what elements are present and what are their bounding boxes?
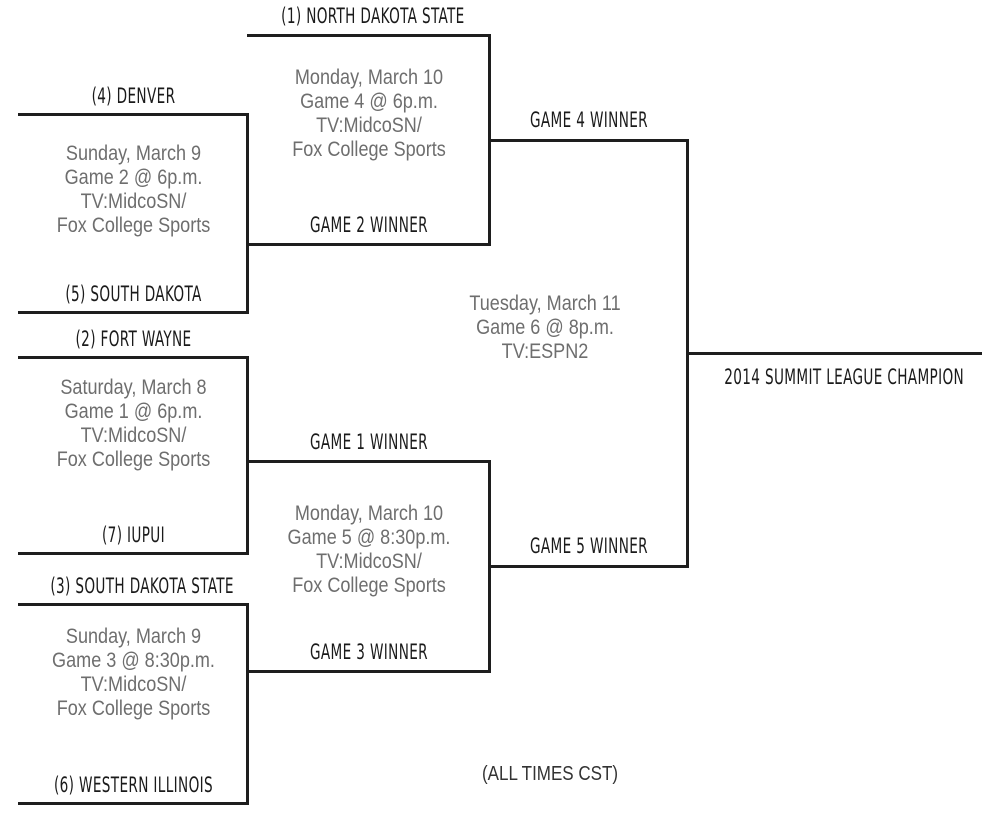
game3-tv: TV:MidcoSN/ — [80, 673, 187, 696]
game1-winner-label: GAME 1 WINNER — [309, 430, 428, 454]
bracket-line-ndsu — [247, 34, 491, 37]
game3-tv2: Fox College Sports — [56, 697, 211, 720]
game2-tv: TV:MidcoSN/ — [80, 190, 187, 213]
game3-info: Sunday, March 9 Game 3 @ 8:30p.m. TV:Mid… — [34, 625, 233, 721]
game1-tv2: Fox College Sports — [56, 448, 211, 471]
game6-info: Tuesday, March 11 Game 6 @ 8p.m. TV:ESPN… — [438, 292, 653, 364]
game4-tv2: Fox College Sports — [292, 138, 446, 161]
team-iupui: (7) IUPUI — [102, 523, 165, 547]
bracket-line-game5-winner — [489, 565, 689, 568]
game5-date: Monday, March 10 — [294, 502, 444, 525]
game5-winner-label: GAME 5 WINNER — [529, 534, 648, 558]
game3-date: Sunday, March 9 — [65, 625, 202, 648]
champion-label: 2014 SUMMIT LEAGUE CHAMPION — [724, 365, 965, 389]
bracket-vline-game3 — [246, 603, 249, 805]
team-north-dakota-state: (1) NORTH DAKOTA STATE — [281, 4, 465, 28]
bracket-line-fort-wayne — [18, 356, 249, 359]
bracket-vline-game1 — [246, 356, 249, 555]
team-denver: (4) DENVER — [91, 84, 176, 108]
game6-time: Game 6 @ 8p.m. — [476, 316, 614, 339]
game4-winner-label: GAME 4 WINNER — [529, 108, 648, 132]
game3-winner-label: GAME 3 WINNER — [309, 640, 428, 664]
bracket-line-champion — [687, 352, 982, 355]
bracket-line-south-dakota — [18, 311, 249, 314]
bracket-line-game3-winner — [247, 670, 491, 673]
game2-tv2: Fox College Sports — [56, 214, 211, 237]
bracket-vline-game2 — [246, 113, 249, 314]
timezone-note: (ALL TIMES CST) — [481, 763, 619, 785]
team-fort-wayne: (2) FORT WAYNE — [75, 327, 192, 351]
game5-info: Monday, March 10 Game 5 @ 8:30p.m. TV:Mi… — [264, 502, 474, 598]
game5-tv: TV:MidcoSN/ — [316, 550, 422, 573]
bracket-line-sdsu — [18, 603, 249, 606]
game6-tv: TV:ESPN2 — [501, 340, 589, 363]
team-south-dakota: (5) SOUTH DAKOTA — [65, 282, 202, 306]
game4-tv: TV:MidcoSN/ — [316, 114, 422, 137]
game1-tv: TV:MidcoSN/ — [80, 424, 187, 447]
bracket-line-iupui — [18, 552, 249, 555]
game4-time: Game 4 @ 6p.m. — [300, 90, 438, 113]
game6-date: Tuesday, March 11 — [469, 292, 621, 315]
bracket-line-game1-winner — [247, 460, 491, 463]
game2-date: Sunday, March 9 — [65, 142, 202, 165]
game2-time: Game 2 @ 6p.m. — [64, 166, 203, 189]
bracket-line-game2-winner — [247, 243, 491, 246]
game1-time: Game 1 @ 6p.m. — [64, 400, 203, 423]
team-western-illinois: (6) WESTERN ILLINOIS — [53, 773, 214, 797]
game4-date: Monday, March 10 — [294, 66, 444, 89]
game1-info: Saturday, March 8 Game 1 @ 6p.m. TV:Midc… — [34, 376, 233, 472]
game1-date: Saturday, March 8 — [60, 376, 207, 399]
game3-time: Game 3 @ 8:30p.m. — [52, 649, 215, 672]
game2-info: Sunday, March 9 Game 2 @ 6p.m. TV:MidcoS… — [34, 142, 233, 238]
bracket-line-western-illinois — [18, 802, 249, 805]
team-south-dakota-state: (3) SOUTH DAKOTA STATE — [50, 574, 234, 598]
game5-tv2: Fox College Sports — [292, 574, 446, 597]
game5-time: Game 5 @ 8:30p.m. — [287, 526, 451, 549]
bracket-line-denver — [18, 113, 249, 116]
game2-winner-label: GAME 2 WINNER — [309, 213, 428, 237]
bracket-line-game4-winner — [489, 139, 689, 142]
game4-info: Monday, March 10 Game 4 @ 6p.m. TV:Midco… — [264, 66, 474, 162]
